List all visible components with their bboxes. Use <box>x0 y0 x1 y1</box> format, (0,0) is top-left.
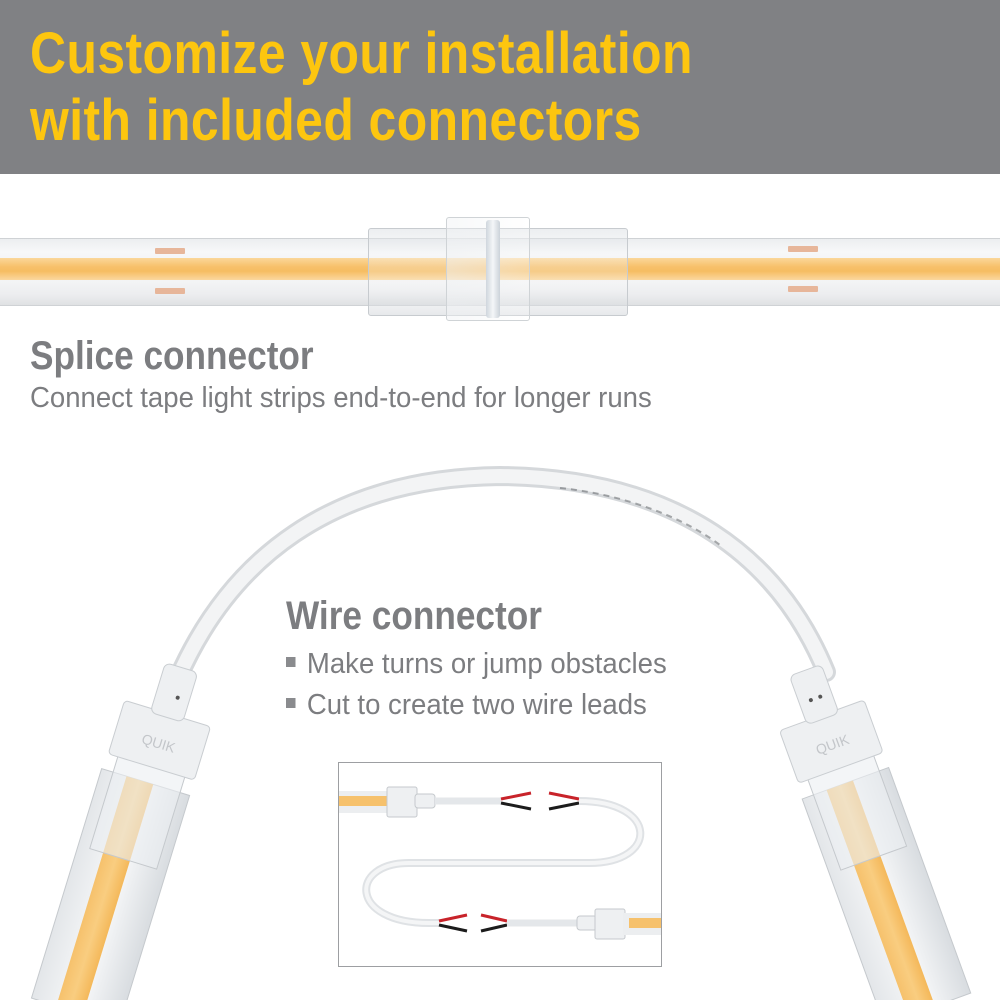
wire-bullet-1: Make turns or jump obstacles <box>286 650 667 679</box>
wire-title: Wire connector <box>286 594 542 638</box>
inset-diagram <box>338 762 662 967</box>
bullet-square-icon <box>286 698 296 709</box>
splice-center-bar <box>486 220 500 318</box>
headline-line-2: with included connectors <box>30 88 642 153</box>
solder-pad <box>788 286 818 292</box>
splice-title: Splice connector <box>30 334 314 378</box>
splice-description: Connect tape light strips end-to-end for… <box>30 382 652 414</box>
bullet-square-icon <box>286 657 296 668</box>
header-banner: Customize your installation with include… <box>0 0 1000 174</box>
left-connector: QUIK <box>30 663 211 1000</box>
right-connector: QUIK <box>780 665 972 1000</box>
cut-wire-leads-illustration <box>339 786 661 940</box>
solder-pad <box>788 246 818 252</box>
headline-line-1: Customize your installation <box>30 21 693 86</box>
solder-pad <box>155 288 185 294</box>
wire-bullet-2: Cut to create two wire leads <box>286 691 647 720</box>
solder-pad <box>155 248 185 254</box>
